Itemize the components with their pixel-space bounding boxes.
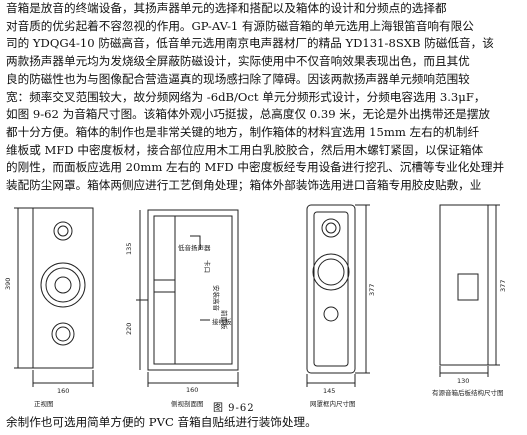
text-line: 都十分方便。箱体的制作也是非常关键的地方，制作箱体的材料宜选用 15mm 左右的… (6, 124, 480, 139)
tweeter-ring-outer (53, 221, 73, 241)
note-label: 安装高音 (212, 285, 221, 312)
dim-label: 377 (499, 280, 507, 292)
dim-label: 377 (368, 284, 376, 296)
note-label: 低音扬声器 (178, 243, 211, 252)
back-panel-view (439, 204, 500, 377)
dim-label: 130 (457, 377, 469, 385)
mesh-frame-inner (313, 211, 349, 367)
woofer-ring-mid (45, 267, 81, 303)
dim-label: 160 (186, 386, 198, 394)
text-line: 宽：频率交叉范围较大，故分频网络为 -6dB/Oct 单元分频形式设计，分频电容… (6, 89, 486, 104)
woofer-ring-outer (40, 262, 86, 308)
side-outer-outline (147, 209, 239, 371)
note-label: 前面板 (220, 310, 229, 330)
mesh-frame-outline (306, 204, 356, 374)
dim-label: 220 (125, 323, 133, 335)
view-label: 网罩框内尺寸图 (310, 399, 356, 408)
dim-label: 145 (323, 387, 335, 395)
text-line: 对音质的优劣起着不容忽视的作用。GP-AV-1 有源防磁音箱的单元选用上海银笛音… (6, 18, 474, 33)
text-line: 维板或 MFD 中密度板材，接合部位应用木工用白乳胶胶合，然后用木螺钉紧固，以保… (6, 142, 484, 157)
dim-label: 160 (57, 387, 69, 395)
mesh-tweeter-inner (325, 222, 337, 234)
text-line: 两款扬声器单元均为发烧级全屏蔽防磁设计，实际使用中不仅音响效果表现出色，而且其优 (6, 54, 470, 69)
back-terminal-cutout (457, 273, 479, 301)
dim-label: 135 (125, 243, 133, 255)
mesh-tweeter-hole (321, 218, 341, 238)
woofer-dustcap (54, 276, 72, 294)
tweeter-cone (57, 225, 69, 237)
text-line: 装配防尘网罩。箱体两侧应进行工艺倒角处理；箱体外部装饰选用进口音箱专用胶皮贴敷，… (6, 178, 482, 193)
mesh-woofer-hole (312, 253, 350, 291)
mesh-port-hole (323, 306, 339, 322)
port-ring-outer (51, 322, 75, 346)
text-line: 司的 YDQG4-10 防磁高音，低音单元选用南京电声器材厂的精品 YD131-… (6, 36, 494, 51)
side-inner-outline (153, 215, 233, 365)
front-view (14, 207, 94, 387)
view-label: 有源音箱后板结构尺寸图 (432, 388, 504, 397)
closing-text: 余制作也可选用简单方便的 PVC 音箱自贴纸进行装饰处理。 (6, 415, 317, 429)
note-label: 接线板 (212, 317, 232, 326)
mesh-woofer-inner (317, 258, 345, 286)
view-label: 正视图 (34, 399, 54, 408)
view-label: 侧视剖面图 (171, 399, 204, 408)
figure-caption: 图 9-62 (213, 403, 255, 414)
note-label: 卡口 (203, 260, 212, 273)
body-paragraph: 音箱是放音的终端设备，其扬声器单元的选择和搭配以及箱体的设计和分频点的选择都 对… (6, 0, 522, 195)
text-line: 如图 9-62 为音箱尺寸图。该箱体外观小巧挺拔，总高度仅 0.39 米，无论是… (6, 107, 490, 122)
port-opening (55, 326, 71, 342)
mesh-frame-view (306, 204, 370, 387)
dim-label: 390 (4, 278, 12, 290)
side-section-view (136, 209, 239, 387)
tweeter-mount-note-leader (190, 235, 201, 250)
front-cabinet-outline (32, 207, 94, 369)
back-panel-outline (439, 204, 489, 366)
text-line: 的刚性，而面板应选用 20mm 左右的 MFD 中密度板经专用设备进行挖孔、沉槽… (6, 160, 505, 175)
text-line: 良的防磁性也为与图像配合营造逼真的现场感扫除了障碍。因该两款扬声器单元频响范围较 (6, 71, 470, 86)
text-line: 音箱是放音的终端设备，其扬声器单元的选择和搭配以及箱体的设计和分频点的选择都 (6, 1, 447, 15)
